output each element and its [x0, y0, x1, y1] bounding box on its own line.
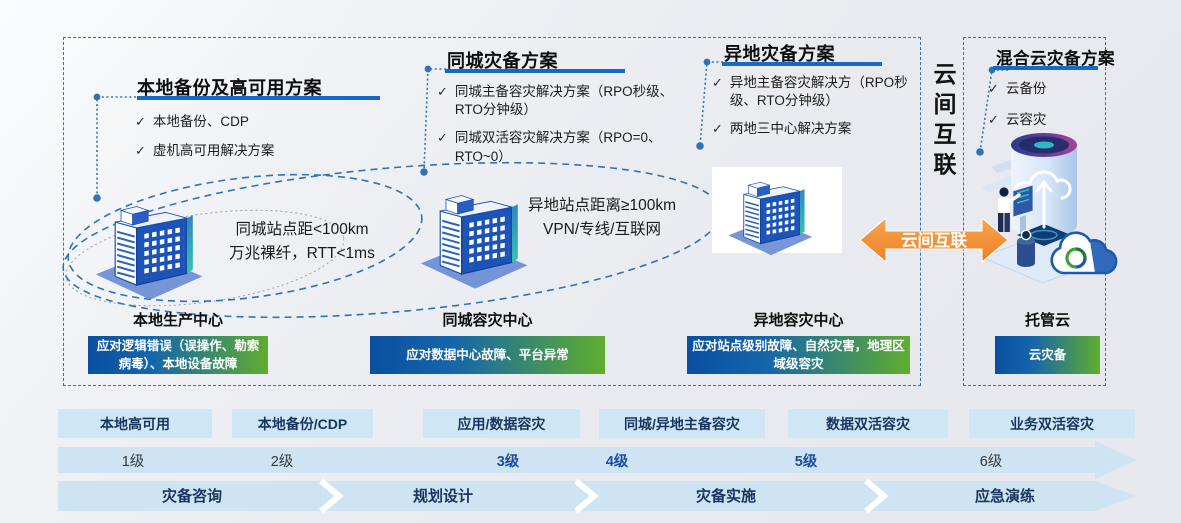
phase-label: 应急演练	[974, 488, 1035, 505]
level-label: 5级	[794, 454, 818, 470]
solution-hybrid-bullet: ✓ 云备份	[988, 80, 1100, 98]
solution-hybrid-underline	[993, 66, 1098, 70]
bullet-text: 本地备份、CDP	[152, 114, 249, 129]
center-name-metro: 同城容灾中心	[442, 312, 533, 329]
solution-remote-title: 异地灾备方案	[724, 44, 835, 64]
bullet-text: 云备份	[1005, 81, 1047, 96]
phase-chevron-bar	[58, 478, 1137, 514]
center-desc-metro: 应对数据中心故障、平台异常	[370, 336, 605, 374]
check-icon: ✓	[135, 143, 146, 159]
bullet-text: 异地主备容灾解决方（RPO秒级、RTO分钟级）	[729, 75, 908, 109]
center-desc-remote: 应对站点级别故障、自然灾害，地理区域级容灾	[687, 336, 910, 374]
level-label: 1级	[121, 454, 145, 470]
center-name-remote: 异地容灾中心	[753, 312, 844, 329]
solution-metro-title: 同城灾备方案	[447, 51, 558, 71]
metro-link-label: 同城站点距<100km 万兆裸纤，RTT<1ms	[229, 221, 375, 263]
phase-label: 规划设计	[412, 488, 473, 505]
solution-remote-bullet: ✓ 异地主备容灾解决方（RPO秒级、RTO分钟级）	[712, 74, 908, 110]
phase-label: 灾备咨询	[161, 488, 222, 505]
check-icon: ✓	[712, 121, 723, 137]
level-label: 2级	[270, 454, 294, 470]
maturity-level-bar	[58, 447, 1095, 473]
center-name-hosted-cloud: 托管云	[1024, 312, 1070, 329]
bullet-text: 两地三中心解决方案	[729, 121, 852, 137]
level-label: 4级	[605, 454, 629, 470]
solution-metro-bullet: ✓ 同城主备容灾解决方案（RPO秒级、RTO分钟级）	[437, 83, 699, 119]
cloud-interconnect-vertical-label: 云间互联	[930, 62, 956, 182]
capability-box: 数据双活容灾	[788, 409, 948, 438]
check-icon: ✓	[437, 84, 448, 99]
hybrid-cloud-panel	[963, 37, 1106, 386]
level-label: 6级	[979, 454, 1003, 470]
remote-link-label: 异地站点距离≥100km VPN/专线/互联网	[527, 197, 677, 239]
solution-remote-bullet: ✓ 两地三中心解决方案	[712, 120, 908, 138]
bullet-text: 同城主备容灾解决方案（RPO秒级、RTO分钟级）	[454, 84, 674, 118]
capability-box: 本地备份/CDP	[232, 409, 373, 438]
phase-label: 灾备实施	[695, 488, 756, 505]
capability-box: 应用/数据容灾	[423, 409, 580, 438]
bullet-text: 同城双活容灾解决方案（RPO=0、RTO~0）	[454, 130, 662, 164]
center-desc-local: 应对逻辑错误（误操作、勒索病毒）、本地设备故障	[88, 336, 268, 374]
solution-metro-underline	[445, 69, 625, 73]
solution-hybrid-bullet: ✓ 云容灾	[988, 111, 1100, 129]
level-label: 3级	[496, 454, 520, 470]
center-desc-hosted-cloud: 云灾备	[995, 336, 1100, 374]
solution-local-bullet: ✓ 虚机高可用解决方案	[135, 142, 400, 160]
bullet-text: 云容灾	[1005, 112, 1047, 128]
capability-box: 同城/异地主备容灾	[599, 409, 765, 438]
check-icon: ✓	[437, 130, 448, 146]
capability-box: 本地高可用	[58, 409, 212, 438]
check-icon: ✓	[712, 75, 723, 90]
check-icon: ✓	[135, 114, 146, 129]
check-icon: ✓	[988, 81, 999, 96]
solution-remote-underline	[722, 62, 882, 66]
solution-local-title: 本地备份及高可用方案	[137, 78, 322, 98]
maturity-level-bar-arrowhead	[1095, 441, 1137, 479]
center-name-local: 本地生产中心	[132, 312, 223, 329]
solution-hybrid-title: 混合云灾备方案	[996, 50, 1115, 68]
solution-local-bullet: ✓ 本地备份、CDP	[135, 113, 400, 131]
solution-local-underline	[137, 96, 380, 100]
capability-box: 业务双活容灾	[969, 409, 1135, 438]
check-icon: ✓	[988, 112, 999, 128]
bullet-text: 虚机高可用解决方案	[152, 143, 275, 159]
solution-metro-bullet: ✓ 同城双活容灾解决方案（RPO=0、RTO~0）	[437, 129, 699, 165]
